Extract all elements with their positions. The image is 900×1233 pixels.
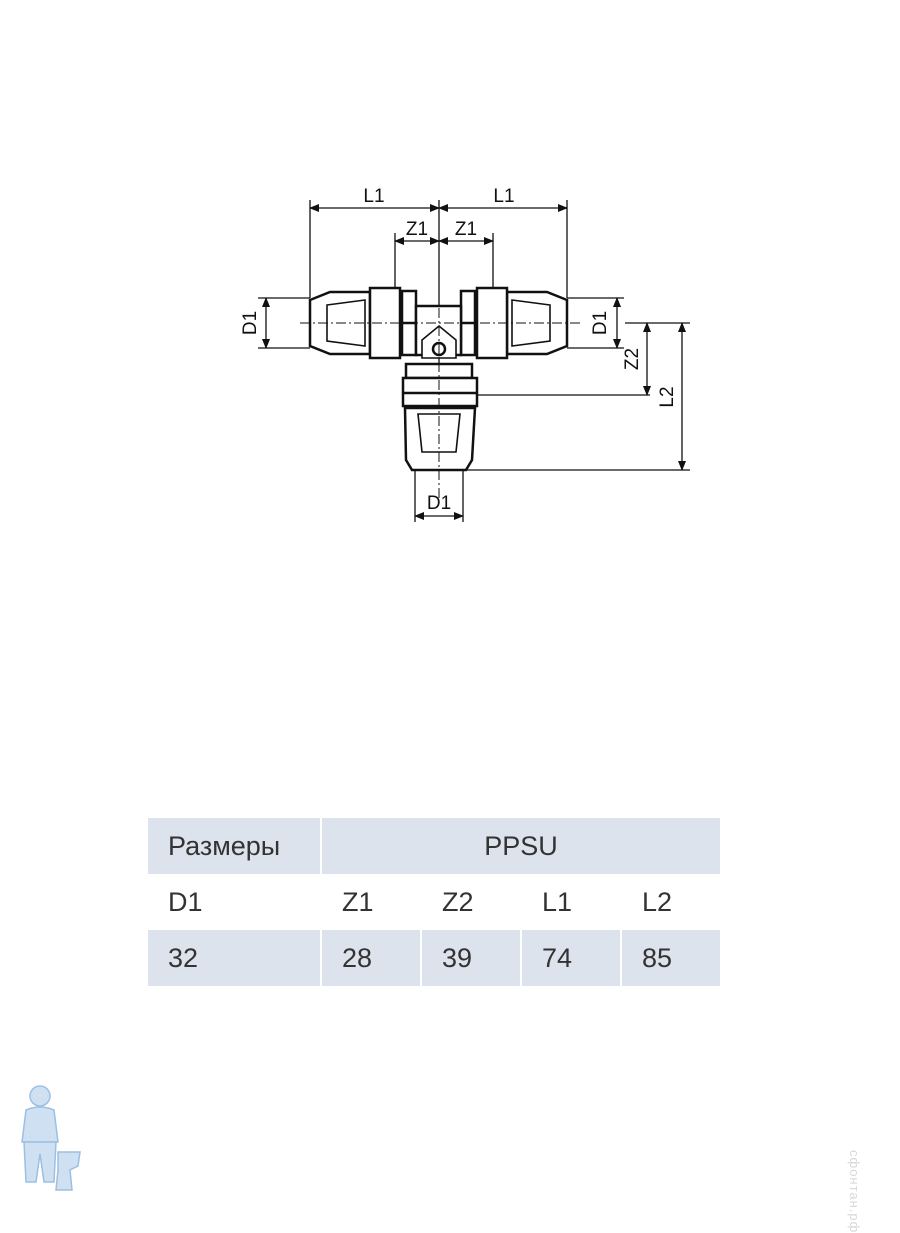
- table-columns-row: D1 Z1 Z2 L1 L2: [148, 874, 722, 930]
- plumber-logo-icon: [21, 1085, 81, 1191]
- header-sizes: Размеры: [148, 818, 322, 874]
- dim-label-z1-left: Z1: [406, 219, 428, 240]
- column-header: L1: [521, 874, 622, 930]
- table-row: 32 28 39 74 85: [148, 930, 722, 986]
- dim-label-d1-left: D1: [240, 311, 261, 335]
- table-cell: 32: [148, 930, 322, 986]
- dim-label-l1-left: L1: [363, 186, 384, 207]
- column-header: Z1: [321, 874, 422, 930]
- dim-label-d1-right: D1: [590, 311, 611, 335]
- tee-fitting-drawing: L1 L1 Z1 Z1 D1 D1 Z2 L2 D1: [240, 186, 690, 522]
- table-header-row: Размеры PPSU: [148, 818, 722, 874]
- column-header: D1: [148, 874, 322, 930]
- column-header: Z2: [421, 874, 522, 930]
- dim-label-z2: Z2: [622, 348, 643, 370]
- table-cell: 28: [321, 930, 422, 986]
- dim-label-l1-right: L1: [493, 186, 514, 207]
- watermark: сфонтан.рф: [847, 1150, 862, 1233]
- header-material: PPSU: [321, 818, 722, 874]
- dim-label-d1-bottom: D1: [427, 493, 451, 514]
- table-cell: 85: [621, 930, 722, 986]
- table-cell: 74: [521, 930, 622, 986]
- column-header: L2: [621, 874, 722, 930]
- dim-label-l2: L2: [657, 386, 678, 407]
- dimensions-table: Размеры PPSU D1 Z1 Z2 L1 L2 32 28 39 74 …: [148, 818, 722, 986]
- table-cell: 39: [421, 930, 522, 986]
- dim-label-z1-right: Z1: [455, 219, 477, 240]
